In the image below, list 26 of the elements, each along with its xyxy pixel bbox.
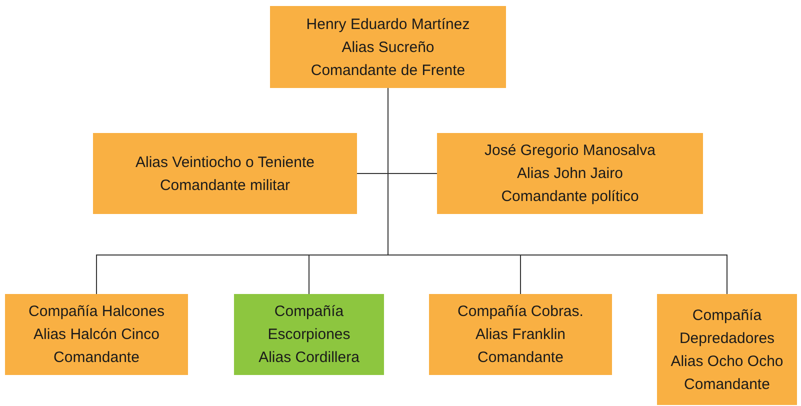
org-box: [270, 6, 506, 88]
box-text: Alias Sucreño: [342, 38, 434, 58]
box-text: Alias Halcón Cinco: [34, 325, 160, 345]
box-text: Henry Eduardo Martínez: [306, 14, 470, 34]
box-text: Compañía Escorpiones: [266, 302, 352, 345]
box-text: Comandante: [478, 348, 564, 368]
box-text: José Gregorio Manosalva: [484, 141, 656, 161]
box-text: Comandante militar: [160, 176, 290, 196]
org-box: [657, 294, 797, 405]
box-text: Alias Veintiocho o Teniente: [135, 152, 315, 172]
box-text: Compañía Cobras.: [458, 302, 584, 322]
org-box: [5, 294, 188, 375]
org-box: [429, 294, 612, 375]
box-text: Alias Cordillera: [258, 348, 360, 368]
org-box: [234, 294, 384, 375]
box-text: Comandante: [54, 348, 140, 368]
org-box: [437, 133, 703, 214]
box-text: Compañía Depredadores: [678, 306, 776, 348]
box-text: Alias Ocho Ocho: [670, 352, 784, 372]
box-text: Alias Franklin: [475, 325, 566, 345]
box-text: Comandante político: [501, 187, 639, 207]
box-text: Alias John Jairo: [517, 164, 623, 184]
box-text: Comandante de Frente: [310, 60, 466, 80]
box-text: Compañía Halcones: [28, 302, 164, 322]
box-text: Comandante: [684, 374, 770, 394]
org-box: [93, 133, 357, 214]
